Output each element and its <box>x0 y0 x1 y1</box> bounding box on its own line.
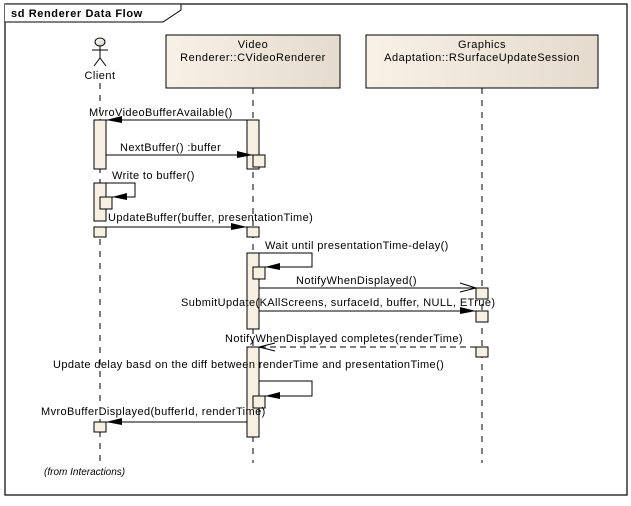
activation-video-nested-3 <box>252 395 266 409</box>
frame-title-tab <box>5 3 182 23</box>
arrowhead-icon <box>265 392 280 399</box>
lifeline-name-line2: Adaptation::RSurfaceUpdateSession <box>384 52 580 64</box>
arrowhead-icon <box>237 151 253 158</box>
lifeline-head-box <box>365 34 599 89</box>
arrowhead-icon <box>265 263 280 270</box>
activation-client-1 <box>93 119 107 170</box>
message-write-to-buffer[interactable]: Write to buffer() <box>106 170 195 200</box>
message-notify-completes[interactable]: NotifyWhenDisplayed completes(renderTime… <box>225 333 476 352</box>
message-label: Wait until presentationTime-delay() <box>265 240 449 252</box>
lifeline-graphics-adaptation[interactable]: Graphics Adaptation::RSurfaceUpdateSessi… <box>365 34 599 89</box>
arrowhead-icon <box>106 116 122 123</box>
message-label: MvroBufferDisplayed(bufferId, renderTime… <box>41 406 266 418</box>
message-label: NotifyWhenDisplayed completes(renderTime… <box>225 333 463 345</box>
lifeline-video-renderer[interactable]: Video Renderer::CVideoRenderer <box>165 34 341 89</box>
arrowhead-icon <box>231 223 247 230</box>
message-next-buffer[interactable]: NextBuffer() :buffer <box>106 142 253 158</box>
activation-client-3 <box>93 226 107 238</box>
message-update-delay[interactable]: Update delay basd on the diff between re… <box>53 359 444 399</box>
activation-video-2 <box>246 226 260 238</box>
message-mvro-video-buffer-available[interactable]: MvroVideoBufferAvailable() <box>89 107 247 123</box>
message-notify-when-displayed[interactable]: NotifyWhenDisplayed() <box>259 275 478 293</box>
message-label: MvroVideoBufferAvailable() <box>89 107 233 119</box>
arrowhead-icon <box>112 193 127 200</box>
lifeline-head-box <box>165 34 341 89</box>
open-arrowhead-icon <box>258 342 276 352</box>
lifeline-name: Client <box>84 70 115 82</box>
arrowhead-icon <box>106 418 122 425</box>
actor-icon <box>92 37 108 67</box>
message-update-buffer[interactable]: UpdateBuffer(buffer, presentationTime) <box>106 212 313 230</box>
message-label: Update delay basd on the diff between re… <box>53 359 444 371</box>
activation-graphics-1 <box>475 287 489 300</box>
lifeline-name-line2: Renderer::CVideoRenderer <box>180 52 326 64</box>
activation-video-3 <box>246 252 260 330</box>
activation-video-nested-1 <box>252 154 266 168</box>
message-label: UpdateBuffer(buffer, presentationTime) <box>108 212 313 224</box>
message-mvro-buffer-displayed[interactable]: MvroBufferDisplayed(bufferId, renderTime… <box>41 406 266 425</box>
message-label: NextBuffer() :buffer <box>120 142 221 154</box>
footer-note: (from Interactions) <box>44 467 125 478</box>
arrowhead-icon <box>460 307 476 314</box>
lifeline-client[interactable]: Client <box>84 37 115 82</box>
message-label: NotifyWhenDisplayed() <box>296 275 417 287</box>
message-label: SubmitUpdate(KAllScreens, surfaceId, buf… <box>181 297 495 309</box>
message-wait-until[interactable]: Wait until presentationTime-delay() <box>259 240 449 270</box>
activation-client-nested <box>99 196 113 210</box>
activation-graphics-3 <box>475 346 489 358</box>
lifeline-name-line1: Graphics <box>458 39 506 51</box>
message-submit-update[interactable]: SubmitUpdate(KAllScreens, surfaceId, buf… <box>181 297 495 314</box>
open-arrowhead-icon <box>459 282 478 293</box>
frame-title: sd Renderer Data Flow <box>11 8 143 20</box>
activation-client-4 <box>93 421 107 433</box>
message-label: Write to buffer() <box>112 170 195 182</box>
lifeline-name-line1: Video <box>238 39 268 51</box>
activation-video-nested-2 <box>252 266 266 280</box>
activation-graphics-2 <box>475 310 489 323</box>
activation-video-4 <box>246 346 260 438</box>
